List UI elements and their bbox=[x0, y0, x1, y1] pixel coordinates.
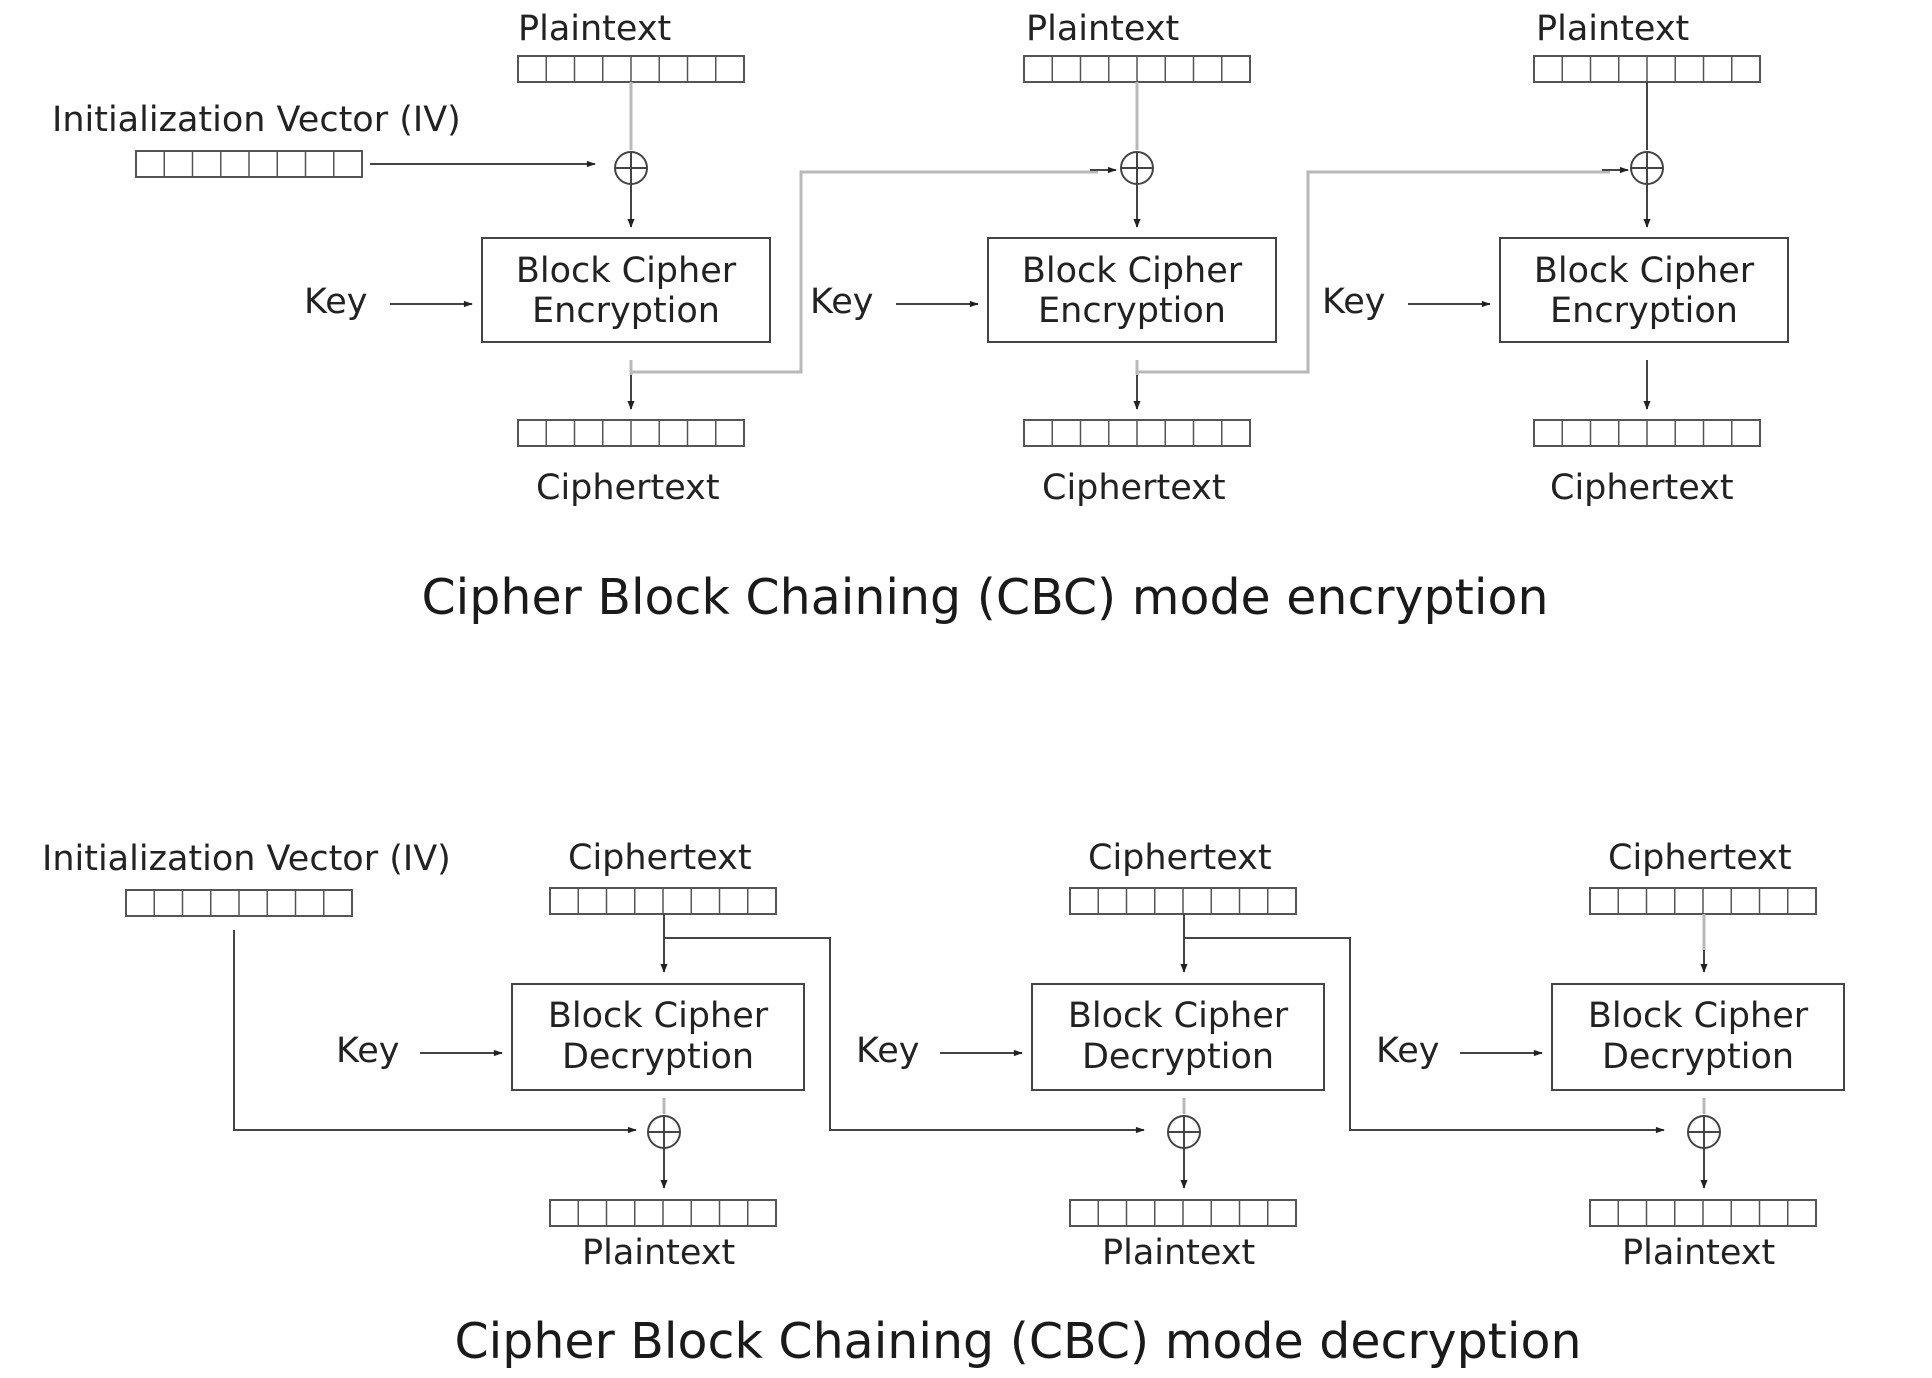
dec-chain-2-3 bbox=[1184, 937, 1664, 1131]
dec-ciphertext-label: Ciphertext bbox=[568, 838, 752, 878]
dec-box-line1: Block Cipher bbox=[1068, 996, 1289, 1036]
enc-plaintext-register bbox=[517, 55, 745, 83]
decryption-title: Cipher Block Chaining (CBC) mode decrypt… bbox=[454, 1313, 1581, 1370]
enc-plaintext-register bbox=[1533, 55, 1761, 83]
enc-key-label: Key bbox=[1322, 282, 1385, 322]
xor-icon bbox=[1687, 1115, 1721, 1149]
dec-box-line1: Block Cipher bbox=[548, 996, 769, 1036]
dec-ciphertext-register bbox=[549, 887, 777, 915]
enc-ciphertext-register bbox=[1533, 419, 1761, 447]
dec-plaintext-register bbox=[1069, 1199, 1297, 1227]
dec-box-line2: Decryption bbox=[562, 1037, 754, 1077]
dec-key-label: Key bbox=[1376, 1031, 1439, 1071]
enc-key-label: Key bbox=[304, 282, 367, 322]
xor-icon bbox=[1630, 151, 1664, 185]
dec-ciphertext-register bbox=[1589, 887, 1817, 915]
dec-iv-label: Initialization Vector (IV) bbox=[42, 839, 451, 879]
enc-ciphertext-label: Ciphertext bbox=[536, 468, 720, 508]
dec-stage-3: Ciphertext Key Block Cipher Decryption P… bbox=[1376, 838, 1845, 1273]
dec-box-line2: Decryption bbox=[1602, 1037, 1794, 1077]
decryption-section: Initialization Vector (IV) Ciphertext Ke… bbox=[42, 838, 1845, 1370]
dec-plaintext-label: Plaintext bbox=[1622, 1233, 1775, 1273]
enc-iv-register bbox=[135, 150, 363, 178]
enc-stage-1: Plaintext Key Block Cipher Encryption Ci… bbox=[304, 9, 771, 508]
enc-block-cipher-box bbox=[1499, 237, 1789, 343]
encryption-title: Cipher Block Chaining (CBC) mode encrypt… bbox=[421, 569, 1548, 626]
dec-iv-register bbox=[125, 889, 353, 917]
dec-box-line1: Block Cipher bbox=[1588, 996, 1809, 1036]
enc-box-line2: Encryption bbox=[1038, 291, 1226, 331]
dec-stage-1: Ciphertext Key Block Cipher Decryption P… bbox=[336, 838, 805, 1273]
encryption-section: Initialization Vector (IV) Plaintext Key… bbox=[52, 9, 1789, 626]
enc-ciphertext-label: Ciphertext bbox=[1042, 468, 1226, 508]
enc-box-line2: Encryption bbox=[532, 291, 720, 331]
dec-block-cipher-box bbox=[1031, 983, 1325, 1091]
enc-box-line2: Encryption bbox=[1550, 291, 1738, 331]
dec-iv-line bbox=[233, 930, 636, 1131]
enc-plaintext-register bbox=[1023, 55, 1251, 83]
dec-plaintext-label: Plaintext bbox=[1102, 1233, 1255, 1273]
dec-ciphertext-label: Ciphertext bbox=[1088, 838, 1272, 878]
dec-ciphertext-register bbox=[1069, 887, 1297, 915]
enc-key-label: Key bbox=[810, 282, 873, 322]
enc-ciphertext-register bbox=[517, 419, 745, 447]
enc-box-line1: Block Cipher bbox=[1022, 251, 1243, 291]
xor-icon bbox=[1167, 1115, 1201, 1149]
dec-plaintext-register bbox=[1589, 1199, 1817, 1227]
xor-icon bbox=[1120, 151, 1154, 185]
xor-icon bbox=[614, 151, 648, 185]
enc-box-line1: Block Cipher bbox=[1534, 251, 1755, 291]
enc-box-line1: Block Cipher bbox=[516, 251, 737, 291]
dec-ciphertext-label: Ciphertext bbox=[1608, 838, 1792, 878]
dec-block-cipher-box bbox=[1551, 983, 1845, 1091]
dec-key-label: Key bbox=[336, 1031, 399, 1071]
enc-ciphertext-label: Ciphertext bbox=[1550, 468, 1734, 508]
enc-plaintext-label: Plaintext bbox=[1536, 9, 1689, 49]
enc-stage-3: Plaintext Key Block Cipher Encryption Ci… bbox=[1322, 9, 1789, 508]
xor-icon bbox=[647, 1115, 681, 1149]
enc-plaintext-label: Plaintext bbox=[518, 9, 671, 49]
enc-stage-2: Plaintext Key Block Cipher Encryption Ci… bbox=[810, 9, 1277, 508]
enc-plaintext-label: Plaintext bbox=[1026, 9, 1179, 49]
dec-block-cipher-box bbox=[511, 983, 805, 1091]
dec-plaintext-label: Plaintext bbox=[582, 1233, 735, 1273]
enc-ciphertext-register bbox=[1023, 419, 1251, 447]
dec-stage-2: Ciphertext Key Block Cipher Decryption P… bbox=[856, 838, 1325, 1273]
enc-iv-label: Initialization Vector (IV) bbox=[52, 100, 461, 140]
dec-key-label: Key bbox=[856, 1031, 919, 1071]
enc-block-cipher-box bbox=[481, 237, 771, 343]
dec-plaintext-register bbox=[549, 1199, 777, 1227]
enc-chain-2-3 bbox=[1137, 170, 1610, 374]
enc-chain-1-2 bbox=[631, 170, 1098, 374]
dec-box-line2: Decryption bbox=[1082, 1037, 1274, 1077]
enc-block-cipher-box bbox=[987, 237, 1277, 343]
dec-chain-1-2 bbox=[664, 937, 1144, 1131]
